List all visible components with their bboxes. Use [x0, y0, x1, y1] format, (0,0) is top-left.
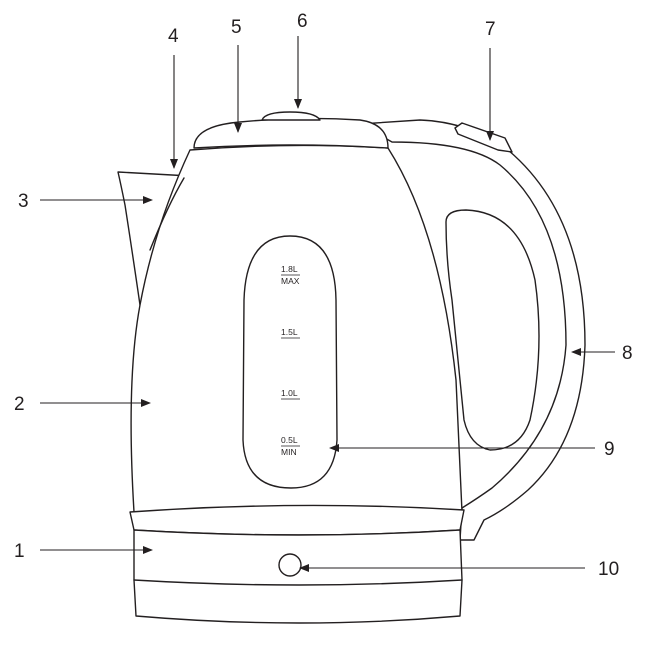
- callout-1: 1: [14, 541, 25, 562]
- callout-arrows: [40, 36, 615, 572]
- mark-1.8l-note: MAX: [281, 276, 300, 286]
- mark-0.5l-value: 0.5L: [281, 435, 298, 445]
- water-level-window: [242, 235, 338, 489]
- callout-4: 4: [168, 26, 179, 47]
- base-seam: [133, 579, 463, 586]
- mark-1.0l-value: 1.0L: [281, 388, 298, 398]
- lid-knob: [261, 111, 321, 121]
- power-base: [133, 529, 463, 624]
- callout-8: 8: [622, 343, 633, 364]
- mark-0.5l-note: MIN: [281, 447, 297, 457]
- lid-release-button: [454, 122, 513, 153]
- callout-2: 2: [14, 394, 25, 415]
- callout-10: 10: [598, 559, 619, 580]
- power-base-ring: [129, 504, 465, 536]
- callout-6: 6: [297, 11, 308, 32]
- callout-5: 5: [231, 17, 242, 38]
- callout-3: 3: [18, 191, 29, 212]
- handle-grip-opening: [445, 209, 540, 451]
- spout-seam: [149, 177, 185, 251]
- kettle-lid: [193, 117, 389, 149]
- mark-1.8l-value: 1.8L: [281, 264, 298, 274]
- callout-7: 7: [485, 19, 496, 40]
- mark-1.5l-value: 1.5L: [281, 327, 298, 337]
- callout-numbers: 1 2 3 4 5 6 7 8 9 10: [14, 11, 633, 580]
- power-switch: [278, 553, 302, 577]
- capacity-scale: 1.8L MAX 1.5L 1.0L 0.5L MIN: [281, 264, 300, 457]
- callout-9: 9: [604, 439, 615, 460]
